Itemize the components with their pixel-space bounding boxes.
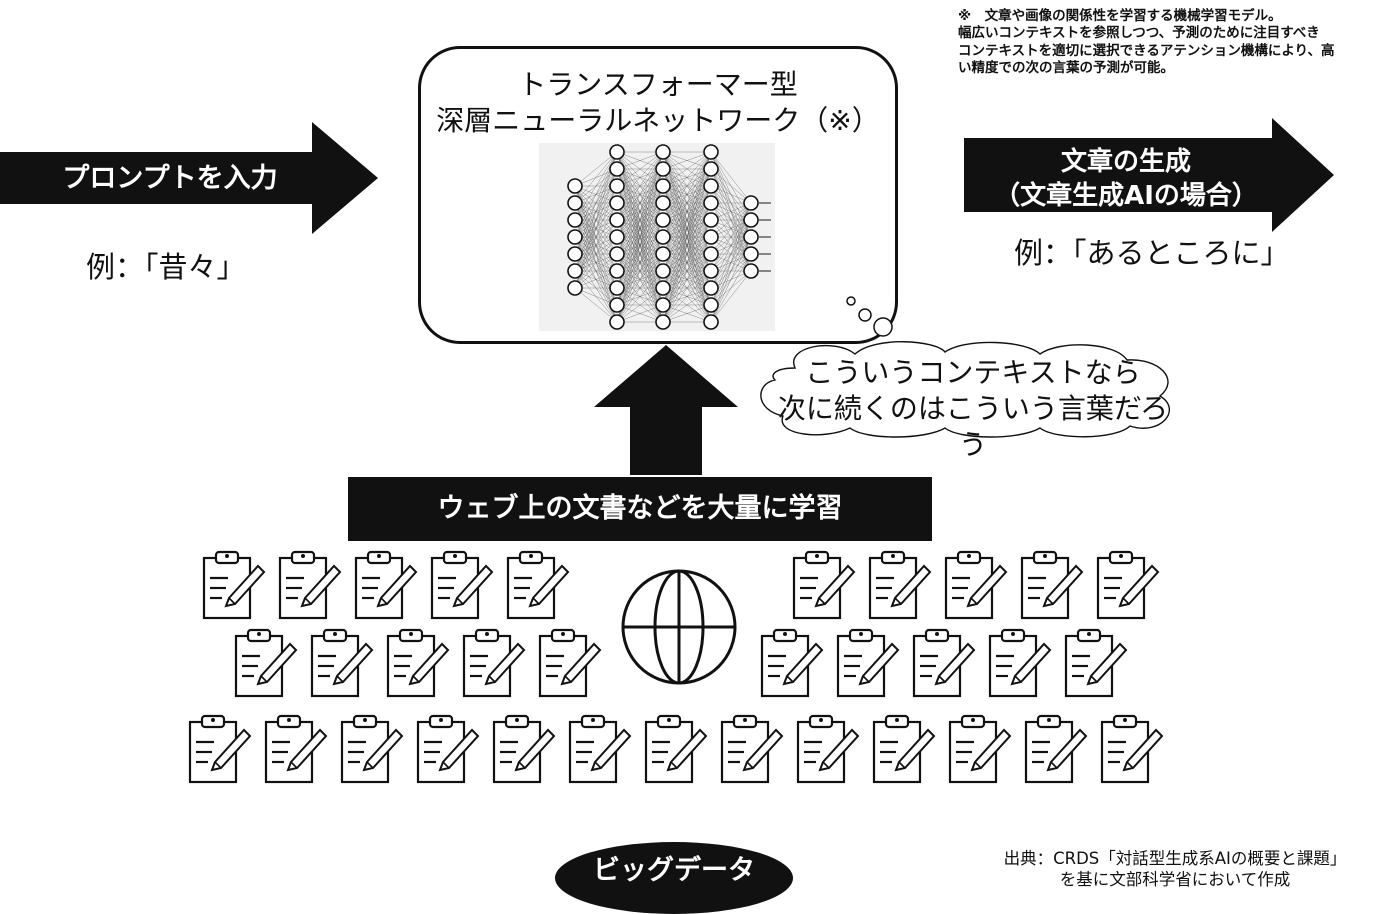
footnote-line: ※ 文章や画像の関係性を学習する機械学習モデル。 <box>958 8 1282 24</box>
clipboard-pencil-icon <box>384 628 450 702</box>
clipboard-pencil-icon <box>186 714 252 788</box>
clipboard-pencil-icon <box>790 550 856 624</box>
globe-icon <box>621 569 737 685</box>
clipboard-pencil-icon <box>232 628 298 702</box>
clipboard-pencil-icon <box>1094 550 1160 624</box>
clipboard-pencil-icon <box>262 714 328 788</box>
source-note: 出典：CRDS「対話型生成系AIの概要と課題」 を基に文部科学省において作成 <box>980 848 1370 891</box>
thought-line2: 次に続くのはこういう言葉だろう <box>777 391 1169 461</box>
thought-cloud-text: こういうコンテキストなら 次に続くのはこういう言葉だろう <box>768 355 1178 462</box>
clipboard-pencil-icon <box>338 714 404 788</box>
clipboard-pencil-icon <box>276 550 342 624</box>
model-box: トランスフォーマー型 深層ニューラルネットワーク（※） <box>418 46 898 344</box>
model-title-line2: 深層ニューラルネットワーク（※） <box>436 104 880 137</box>
footnote-line: い精度での次の言葉の予測が可能。 <box>958 59 1174 76</box>
clipboard-pencil-icon <box>352 550 418 624</box>
clipboard-pencil-icon <box>834 628 900 702</box>
thought-bubbles <box>846 296 893 337</box>
clipboard-pencil-icon <box>642 714 708 788</box>
up-arrow <box>594 345 738 479</box>
clipboard-pencil-icon <box>200 550 266 624</box>
big-data-label: ビッグデータ <box>555 842 793 914</box>
clipboard-pencil-icon <box>428 550 494 624</box>
model-footnote: ※ 文章や画像の関係性を学習する機械学習モデル。 幅広いコンテキストを参照しつつ… <box>958 8 1368 77</box>
neural-network-icon <box>539 143 775 331</box>
source-line1: 出典：CRDS「対話型生成系AIの概要と課題」 <box>1003 849 1347 868</box>
clipboard-pencil-icon <box>1062 628 1128 702</box>
clipboard-pencil-icon <box>308 628 374 702</box>
clipboard-pencil-icon <box>866 550 932 624</box>
thought-line1: こういうコンテキストなら <box>805 356 1141 389</box>
learning-bar: ウェブ上の文書などを大量に学習 <box>348 477 932 541</box>
clipboard-pencil-icon <box>414 714 480 788</box>
clipboard-pencil-icon <box>910 628 976 702</box>
footnote-line: コンテキストを適切に選択できるアテンション機構により、高 <box>958 42 1335 59</box>
clipboard-pencil-icon <box>870 714 936 788</box>
clipboard-pencil-icon <box>986 628 1052 702</box>
prompt-arrow-label: プロンプトを入力 <box>62 163 278 194</box>
clipboard-pencil-icon <box>946 714 1012 788</box>
clipboard-pencil-icon <box>490 714 556 788</box>
clipboard-pencil-icon <box>1022 714 1088 788</box>
prompt-example: 例：「昔々」 <box>86 250 246 284</box>
output-arrow-label-line1: 文章の生成 <box>1060 147 1191 177</box>
clipboard-pencil-icon <box>536 628 602 702</box>
clipboard-pencil-icon <box>794 714 860 788</box>
prompt-arrow <box>0 122 378 234</box>
output-arrow <box>964 118 1334 232</box>
output-example: 例：「あるところに」 <box>1014 236 1290 270</box>
source-line2: を基に文部科学省において作成 <box>1059 870 1291 890</box>
clipboard-pencil-icon <box>718 714 784 788</box>
clipboard-pencil-icon <box>1098 714 1164 788</box>
clipboard-pencil-icon <box>566 714 632 788</box>
clipboard-pencil-icon <box>1018 550 1084 624</box>
thought-cloud <box>760 341 1171 438</box>
clipboard-pencil-icon <box>758 628 824 702</box>
model-title-line1: トランスフォーマー型 <box>518 68 798 101</box>
clipboard-pencil-icon <box>504 550 570 624</box>
output-arrow-label-line2: （文章生成AIの場合） <box>994 181 1258 211</box>
clipboard-pencil-icon <box>942 550 1008 624</box>
clipboard-pencil-icon <box>460 628 526 702</box>
footnote-line: 幅広いコンテキストを参照しつつ、予測のために注目すべき <box>958 25 1320 42</box>
